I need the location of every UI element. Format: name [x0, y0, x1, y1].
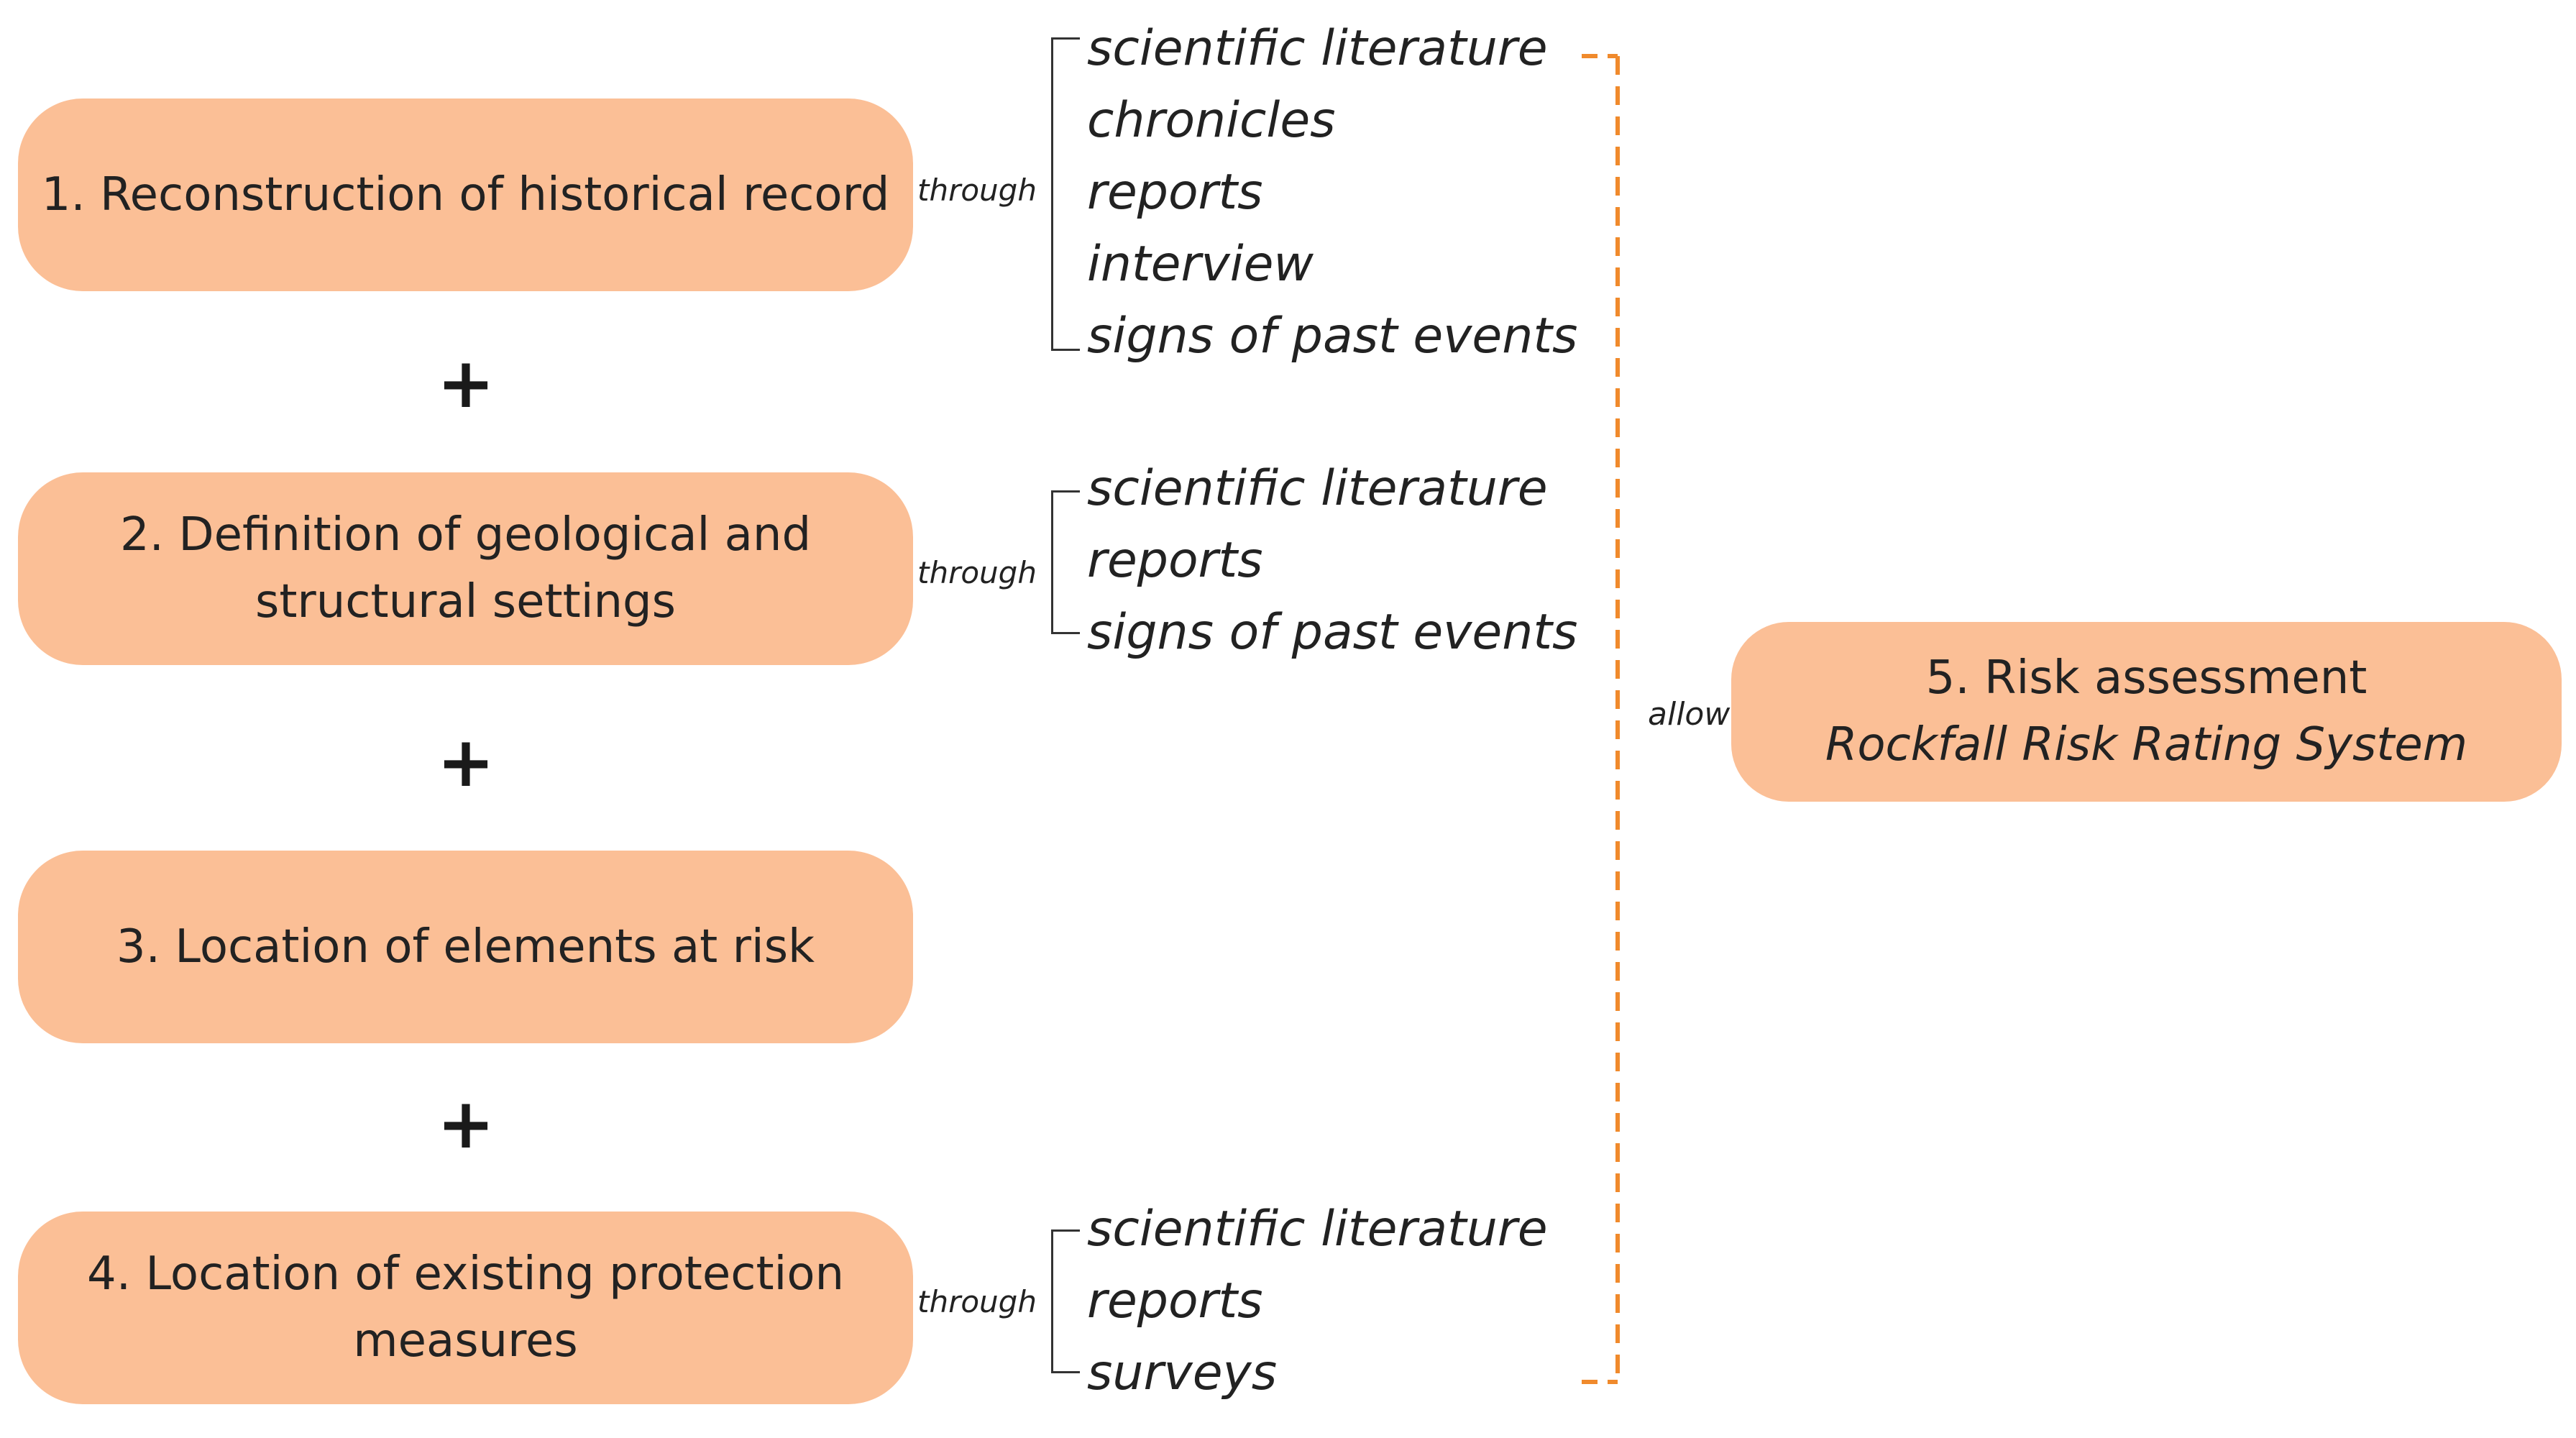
source-item: surveys: [1087, 1345, 1278, 1401]
source-bracket-4: [1051, 1229, 1080, 1373]
step-2-label-line-2: structural settings: [255, 575, 677, 628]
plus-sign-3: +: [436, 1084, 495, 1164]
source-item: scientific literature: [1087, 460, 1548, 517]
step-3-box: 3. Location of elements at risk: [18, 851, 913, 1043]
source-item: reports: [1087, 532, 1263, 589]
source-item: chronicles: [1087, 92, 1336, 149]
source-item: scientific literature: [1087, 1201, 1548, 1258]
risk-assessment-subtitle: Rockfall Risk Rating System: [1825, 718, 2468, 771]
through-label-4: through: [917, 1284, 1037, 1319]
plus-sign-2: +: [436, 722, 495, 802]
source-list-4: scientific literature reports surveys: [1087, 1194, 1548, 1409]
source-bracket-2: [1051, 490, 1080, 634]
risk-assessment-box: 5. Risk assessment Rockfall Risk Rating …: [1731, 622, 2562, 802]
allow-label: allow: [1648, 696, 1731, 733]
source-item: reports: [1087, 1273, 1263, 1329]
through-label-1: through: [917, 173, 1037, 208]
through-label-2: through: [917, 555, 1037, 590]
source-item: interview: [1087, 236, 1314, 293]
source-item: reports: [1087, 164, 1263, 221]
step-4-label-line-1: 4. Location of existing protection: [86, 1247, 845, 1301]
step-2-label-line-1: 2. Definition of geological and: [119, 508, 812, 562]
source-item: signs of past events: [1087, 604, 1578, 661]
source-item: scientific literature: [1087, 20, 1548, 77]
step-3-label: 3. Location of elements at risk: [116, 920, 815, 974]
step-2-box: 2. Definition of geological and structur…: [18, 472, 913, 665]
step-1-label: 1. Reconstruction of historical record: [41, 168, 890, 221]
source-item: signs of past events: [1087, 308, 1578, 365]
step-1-box: 1. Reconstruction of historical record: [18, 99, 913, 291]
plus-sign-1: +: [436, 343, 495, 423]
source-list-2: scientific literature reports signs of p…: [1087, 453, 1577, 669]
source-bracket-1: [1051, 37, 1080, 351]
source-list-1: scientific literature chronicles reports…: [1087, 13, 1577, 372]
risk-assessment-title: 5. Risk assessment: [1925, 651, 2368, 705]
step-4-box: 4. Location of existing protection measu…: [18, 1212, 913, 1404]
step-4-label-line-2: measures: [353, 1314, 578, 1368]
